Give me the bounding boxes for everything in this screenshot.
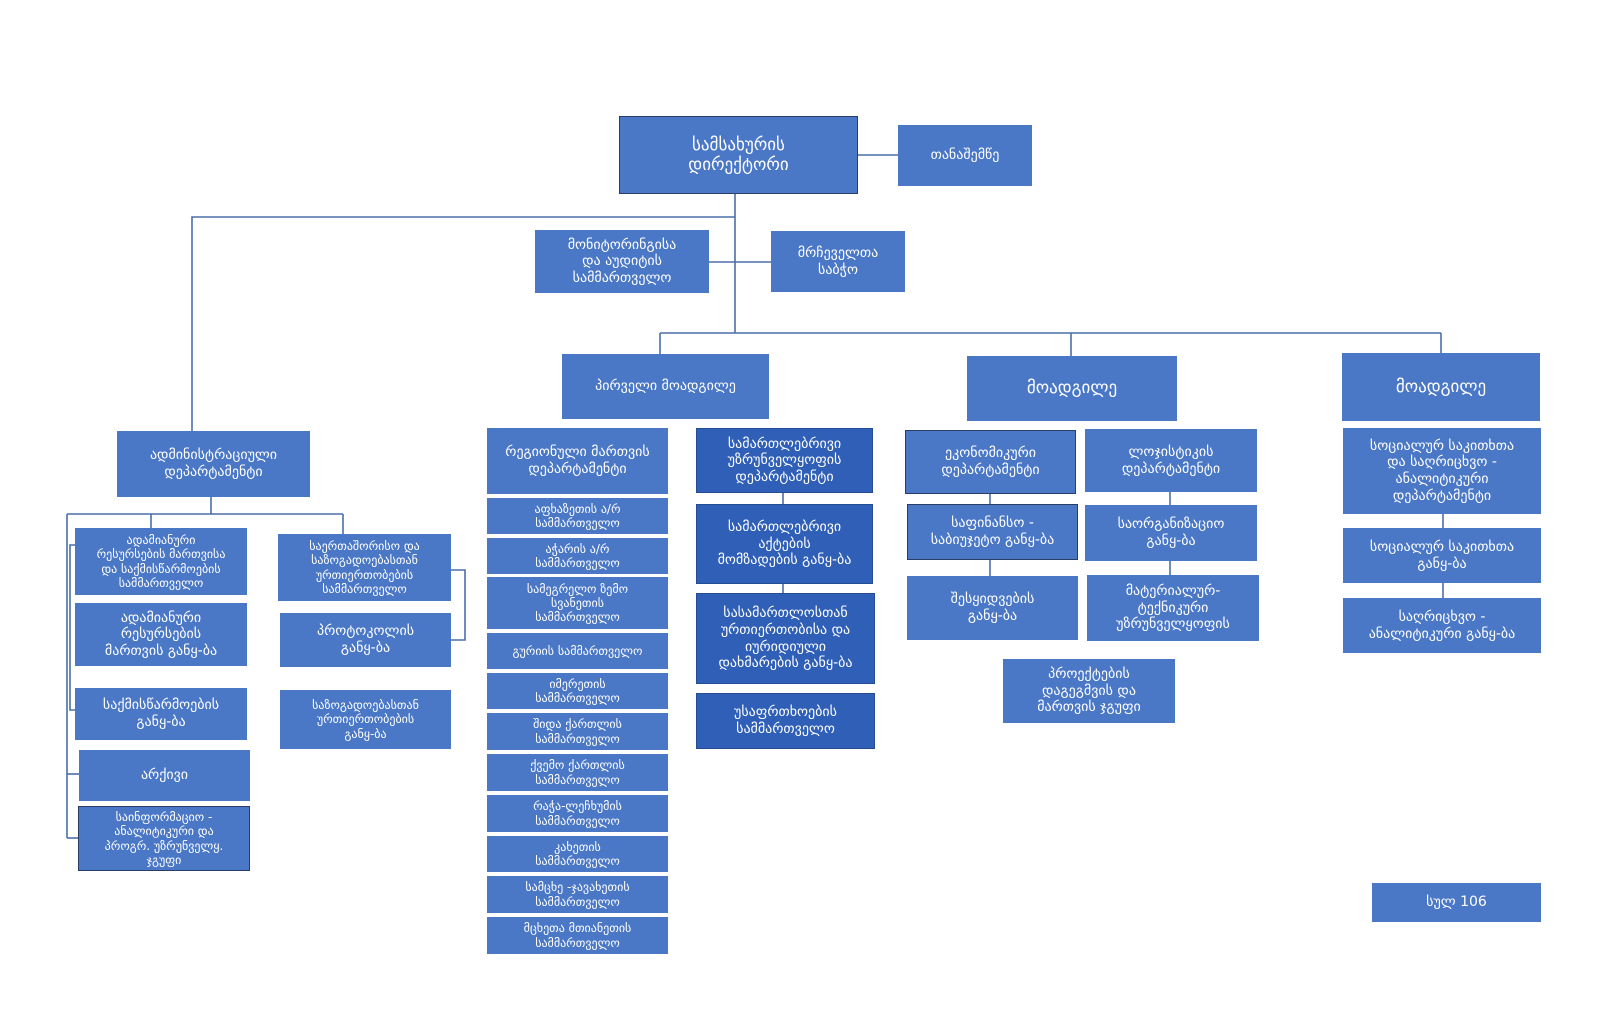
info-analytics-group-box: საინფორმაციო - ანალიტიკური და პროგრ. უზრ… [78, 806, 250, 871]
region-abkhazia-box: აფხაზეთის ა/რ სამმართველო [487, 498, 668, 534]
hr-directorate-box: ადამიანური რესურსების მართვისა და საქმის… [75, 528, 247, 595]
economic-department-box: ეკონომიკური დეპარტამენტი [905, 430, 1076, 494]
legal-department-box: სამართლებრივი უზრუნველყოფის დეპარტამენტი [696, 428, 873, 493]
region-kvemo-kartli-box: ქვემო ქართლის სამმართველო [487, 754, 668, 791]
records-division-box: საქმისწარმოების განყ-ბა [75, 688, 247, 740]
protocol-division-box: პროტოკოლის განყ-ბა [280, 613, 451, 667]
archive-box: არქივი [79, 750, 250, 801]
deputy-box-1: მოადგილე [967, 356, 1177, 421]
director-box: სამსახურის დირექტორი [619, 116, 858, 194]
region-samtskhe-box: სამცხე -ჯავახეთის სამმართველო [487, 876, 668, 913]
region-shida-kartli-box: შიდა ქართლის სამმართველო [487, 713, 668, 750]
hr-division-box: ადამიანური რესურსების მართვის განყ-ბა [75, 603, 247, 666]
region-mtskheta-box: მცხეთა მთიანეთის სამმართველო [487, 917, 668, 954]
region-racha-box: რაჭა-ლეჩხუმის სამმართველო [487, 795, 668, 832]
finance-budget-division-box: საფინანსო - საბიუჯეტო განყ-ბა [907, 504, 1078, 560]
accounting-analytics-division-box: საღრიცხვო - ანალიტიკური განყ-ბა [1343, 598, 1541, 653]
region-imereti-box: იმერეთის სამმართველო [487, 673, 668, 709]
international-relations-box: საერთაშორისო და საზოგადოებასთან ურთიერთო… [278, 534, 451, 601]
regional-department-box: რეგიონული მართვის დეპარტამენტი [487, 428, 668, 494]
region-kakheti-box: კახეთის სამმართველო [487, 836, 668, 872]
first-deputy-box: პირველი მოადგილე [562, 354, 769, 419]
monitoring-audit-box: მონიტორინგისა და აუდიტის სამმართველო [535, 230, 709, 293]
organizational-division-box: საორგანიზაციო განყ-ბა [1085, 505, 1257, 561]
security-directorate-box: უსაფრთხოების სამმართველო [696, 693, 875, 749]
assistant-box: თანაშემწე [898, 125, 1032, 186]
advisory-council-box: მრჩეველთა საბჭო [771, 231, 905, 292]
social-department-box: სოციალურ საკითხთა და საღრიცხვო - ანალიტი… [1343, 428, 1541, 514]
region-adjara-box: აჭარის ა/რ სამმართველო [487, 538, 668, 574]
region-guria-box: გურიის სამმართველო [487, 633, 668, 669]
total-staff-box: სულ 106 [1372, 883, 1541, 922]
admin-department-box: ადმინისტრაციული დეპარტამენტი [117, 431, 310, 497]
legal-acts-division-box: სამართლებრივი აქტების მომზადების განყ-ბა [696, 504, 873, 584]
deputy-box-2: მოადგილე [1342, 353, 1540, 421]
procurement-division-box: შესყიდვების განყ-ბა [907, 576, 1078, 640]
material-technical-box: მატერიალურ- ტექნიკური უზრუნველყოფის [1087, 575, 1259, 641]
court-relations-division-box: სასამართლოსთან ურთიერთობისა და იურიდიული… [696, 593, 875, 684]
public-relations-division-box: საზოგადოებასთან ურთიერთობების განყ-ბა [280, 690, 451, 749]
region-samegrelo-box: სამეგრელო ზემო სვანეთის სამმართველო [487, 577, 668, 629]
social-division-box: სოციალურ საკითხთა განყ-ბა [1343, 528, 1541, 583]
logistics-department-box: ლოჯისტიკის დეპარტამენტი [1085, 429, 1257, 492]
projects-group-box: პროექტების დაგეგმვის და მართვის ჯგუფი [1003, 659, 1175, 723]
